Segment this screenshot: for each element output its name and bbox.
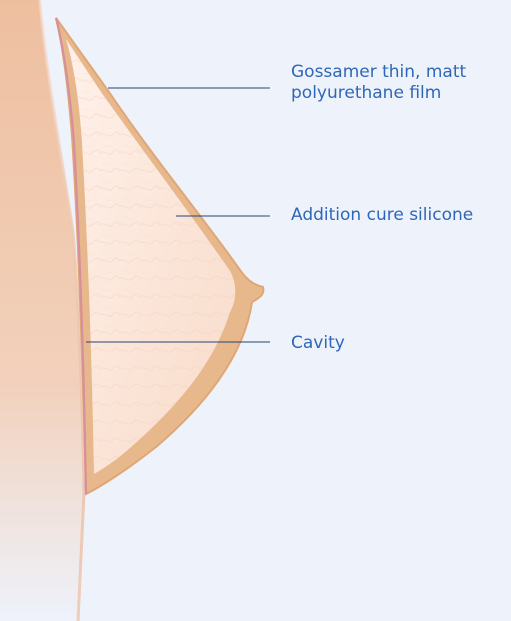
cavity-label: Cavity: [291, 333, 345, 354]
silicone-label: Addition cure silicone: [291, 205, 473, 226]
film-label-line-1: Gossamer thin, matt: [291, 62, 466, 83]
film-label-line-2: polyurethane film: [291, 83, 466, 104]
film-label: Gossamer thin, matt polyurethane film: [291, 62, 466, 104]
